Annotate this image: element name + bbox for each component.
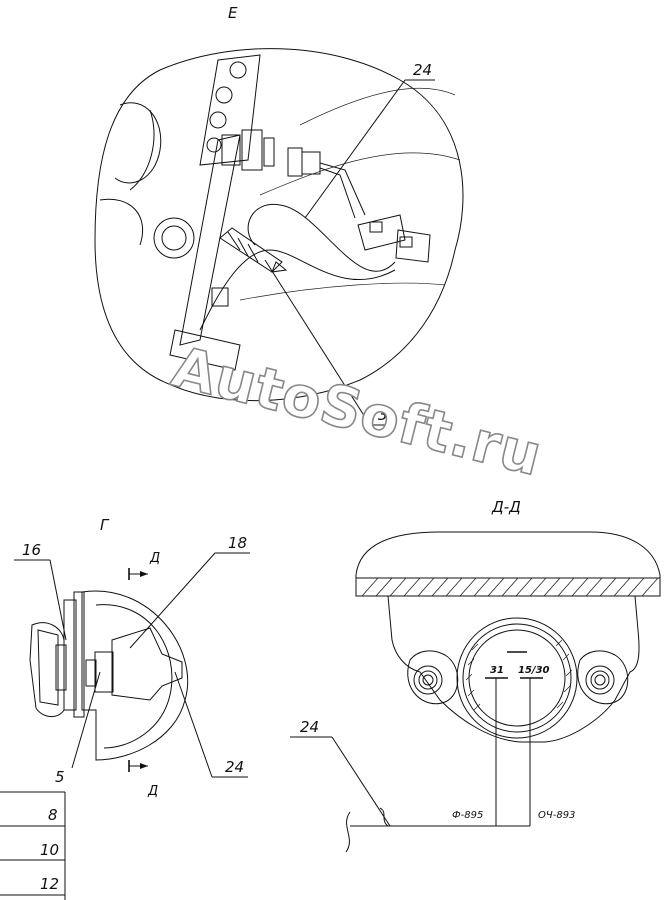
view-g: Г Д Д 16 18 5 24	[14, 516, 250, 799]
cable-24-lower	[199, 249, 396, 331]
perforated-bracket	[199, 54, 261, 166]
dd-socket-hatch	[465, 639, 573, 711]
view-g-title: Г	[100, 516, 110, 534]
leader-24-g	[174, 671, 213, 778]
switch-stem	[55, 644, 67, 691]
switch-knob	[29, 622, 65, 717]
bolt-assembly	[221, 129, 366, 219]
leader-24-dd	[331, 736, 391, 827]
dd-ear-left	[407, 650, 459, 705]
dd-hatch-lines	[361, 577, 659, 597]
wire-connector	[357, 214, 431, 263]
cable-clamp	[219, 227, 288, 273]
dd-pin-left-label: 31	[490, 665, 504, 676]
stamp-row-12: 12	[40, 875, 59, 893]
leader-3	[264, 259, 371, 426]
cable-24	[247, 204, 396, 272]
dd-nut-right	[590, 670, 610, 690]
gear-part	[99, 102, 162, 246]
dd-pin-right-label: 15/30	[518, 665, 550, 676]
section-arrow-bottom-head	[140, 763, 148, 769]
leader-5	[71, 671, 101, 769]
lamp-washer	[85, 659, 97, 687]
dd-socket-inner	[468, 629, 566, 727]
dd-hatch-strip	[355, 577, 661, 597]
section-mark-top: Д	[149, 551, 160, 566]
callout-18: 18	[228, 534, 247, 552]
stamp-row-10: 10	[40, 841, 59, 859]
dd-nut-right-inner	[594, 674, 606, 686]
callout-24-e: 24	[413, 61, 432, 79]
callout-16: 16	[22, 541, 41, 559]
dd-body	[387, 595, 640, 743]
dd-wire-break	[345, 811, 351, 853]
section-dd-title: Д-Д	[491, 498, 521, 516]
callout-24-dd: 24	[300, 718, 319, 736]
dd-cap	[355, 531, 661, 597]
body-curve-3	[239, 282, 446, 301]
mount-flange	[73, 591, 85, 718]
callout-24-g: 24	[225, 758, 244, 776]
view-e-outline	[94, 48, 464, 402]
dd-wire-right-code: ОЧ-893	[538, 810, 575, 821]
section-dd: Д-Д	[290, 498, 661, 853]
dd-socket-outer	[456, 617, 578, 739]
bolt-head	[153, 217, 195, 259]
section-mark-bottom: Д	[147, 784, 158, 799]
leader-24-e	[304, 79, 406, 219]
view-e: Е	[94, 4, 464, 426]
lamp-nut	[94, 651, 114, 693]
body-curve-1	[299, 87, 456, 126]
callout-5: 5	[55, 768, 65, 786]
dd-nut-left	[418, 670, 438, 690]
dd-nut-right-outer	[585, 665, 615, 695]
mounting-plate	[169, 134, 241, 371]
callout-3: 3	[378, 406, 388, 424]
section-arrow-top-head	[140, 571, 148, 577]
stamp-table: 8 10 12	[0, 791, 66, 900]
watermark: AutoSoft.ru	[166, 335, 549, 490]
leader-18	[129, 552, 216, 649]
stamp-row-8: 8	[48, 806, 58, 824]
lamp-dome-inner	[95, 604, 173, 749]
dd-nut-left-outer	[413, 665, 443, 695]
view-e-title: Е	[228, 4, 238, 22]
dd-wire-left-code: Ф-895	[452, 810, 483, 821]
dd-socket-ring	[462, 623, 572, 733]
switch-knob-face	[37, 629, 59, 706]
leader-16	[49, 559, 67, 641]
body-curve-2	[259, 152, 461, 196]
lamp-body	[111, 627, 183, 701]
dd-nut-left-inner	[422, 674, 434, 686]
dd-ear-right	[577, 650, 629, 705]
